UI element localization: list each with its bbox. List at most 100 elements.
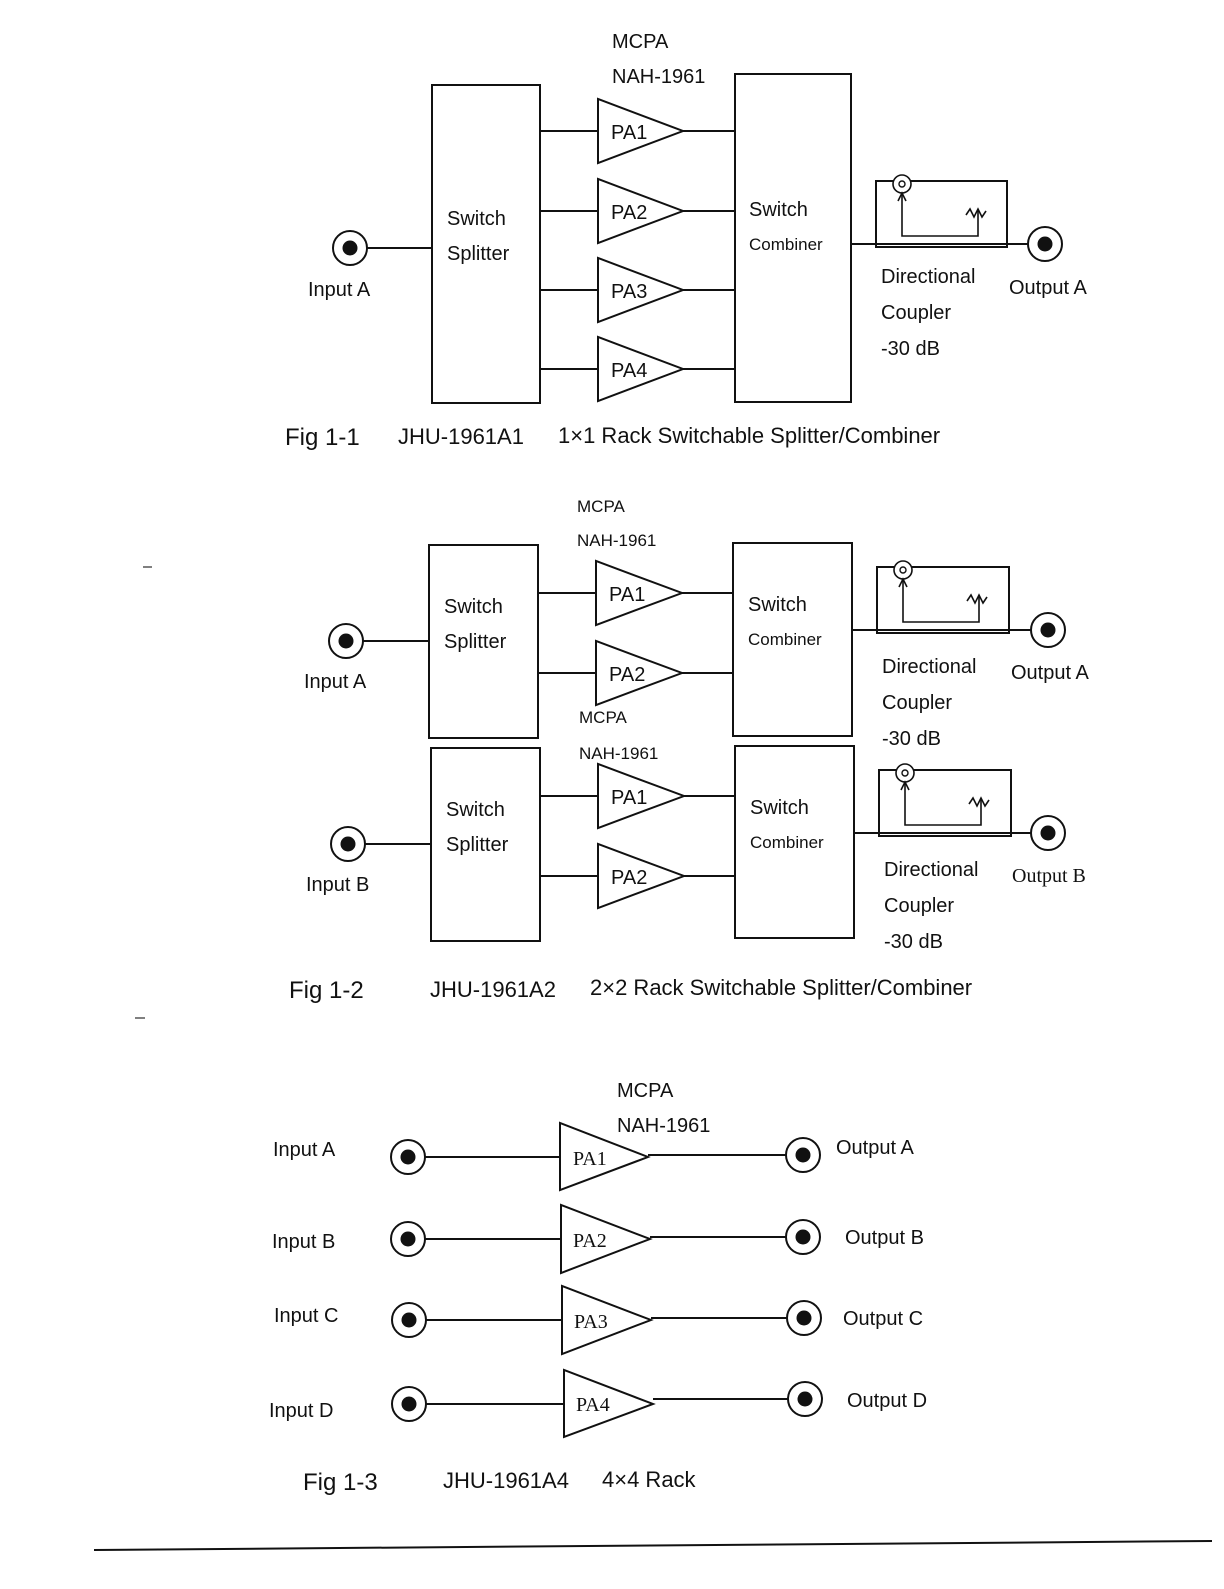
combiner-label-line2: Combiner <box>748 630 822 649</box>
pa3-amplifier <box>561 1284 654 1356</box>
mcpa-model-label: NAH-1961 <box>612 66 705 88</box>
pa1-label: PA1 <box>611 787 647 809</box>
combiner-label-line2: Combiner <box>750 833 824 852</box>
fig-1-1-model: JHU-1961A1 <box>398 424 524 449</box>
mcpa-model-label: NAH-1961 <box>579 744 658 763</box>
splitter-label-line1: Switch <box>447 208 506 230</box>
pa2-amplifier <box>597 177 686 245</box>
coupler-label-line2: Coupler <box>884 895 954 917</box>
pa2-amplifier <box>560 1203 653 1275</box>
input-a-label: Input A <box>308 279 371 301</box>
input-d-connector <box>391 1386 427 1422</box>
output-a-connector <box>1027 226 1063 262</box>
output-b-connector <box>1030 815 1066 851</box>
pa4-amplifier <box>563 1368 656 1439</box>
footer-rule <box>93 1540 1213 1551</box>
fig-1-1: MCPA NAH-1961 Input A Switch Splitter PA… <box>285 31 1087 451</box>
switch-splitter-box <box>431 84 541 404</box>
fig-1-2: MCPA NAH-1961 Input A Switch Splitter PA… <box>289 497 1089 1004</box>
splitter-label-line2: Splitter <box>446 834 509 856</box>
pa1-amplifier <box>559 1121 651 1192</box>
fig-1-3-number: Fig 1-3 <box>303 1469 378 1496</box>
splitter-label-line2: Splitter <box>444 631 507 653</box>
combiner-label-line1: Switch <box>748 594 807 616</box>
fig-1-3-description: 4×4 Rack <box>602 1467 697 1492</box>
output-d-connector <box>787 1381 823 1417</box>
pa2-label: PA2 <box>573 1230 607 1252</box>
input-a-label: Input A <box>273 1139 336 1161</box>
input-a-connector <box>332 230 368 266</box>
coupler-label-line2: Coupler <box>882 692 952 714</box>
pa2-amplifier <box>597 842 687 910</box>
coupler-label-line1: Directional <box>882 656 976 678</box>
switch-combiner-box <box>734 73 852 403</box>
splitter-label-line1: Switch <box>444 596 503 618</box>
pa3-amplifier <box>597 256 686 324</box>
fig-1-2-description: 2×2 Rack Switchable Splitter/Combiner <box>590 975 972 1000</box>
pa3-label: PA3 <box>574 1311 608 1333</box>
pa1-label: PA1 <box>611 122 647 144</box>
coupler-label-line1: Directional <box>884 859 978 881</box>
pa2-label: PA2 <box>611 202 647 224</box>
coupler-label-line3: -30 dB <box>882 728 941 750</box>
pa1-label: PA1 <box>573 1148 607 1170</box>
output-a-label: Output A <box>836 1137 914 1159</box>
output-a-connector <box>785 1137 821 1173</box>
input-d-label: Input D <box>269 1400 333 1422</box>
input-a-connector <box>390 1139 426 1175</box>
pa1-amplifier <box>597 762 687 830</box>
input-b-label: Input B <box>306 874 369 896</box>
pa2-amplifier <box>595 639 685 707</box>
coupler-label-line2: Coupler <box>881 302 951 324</box>
output-a-label: Output A <box>1009 277 1087 299</box>
mcpa-label: MCPA <box>612 31 669 53</box>
coupler-label-line3: -30 dB <box>881 338 940 360</box>
switch-splitter-box <box>428 544 539 739</box>
fig-1-3: MCPA NAH-1961 Input A PA1 Output A Input… <box>269 1080 927 1496</box>
output-b-label: Output B <box>1012 865 1086 887</box>
pa2-label: PA2 <box>611 867 647 889</box>
pa1-amplifier <box>595 559 685 627</box>
pa4-label: PA4 <box>576 1394 610 1416</box>
switch-splitter-box <box>430 747 541 942</box>
input-a-label: Input A <box>304 671 367 693</box>
input-c-label: Input C <box>274 1305 338 1327</box>
pa4-label: PA4 <box>611 360 647 382</box>
coupler-label-line1: Directional <box>881 266 975 288</box>
pa1-label: PA1 <box>609 584 645 606</box>
mcpa-label: MCPA <box>617 1080 674 1102</box>
input-b-label: Input B <box>272 1231 335 1253</box>
mcpa-label: MCPA <box>579 708 628 727</box>
pa1-amplifier <box>597 97 686 165</box>
output-c-label: Output C <box>843 1308 923 1330</box>
splitter-label-line1: Switch <box>446 799 505 821</box>
input-c-connector <box>391 1302 427 1338</box>
coupler-label-line3: -30 dB <box>884 931 943 953</box>
combiner-label-line2: Combiner <box>749 235 823 254</box>
fig-1-2-model: JHU-1961A2 <box>430 977 556 1002</box>
switch-combiner-box <box>732 542 853 737</box>
splitter-label-line2: Splitter <box>447 243 510 265</box>
mcpa-model-label: NAH-1961 <box>617 1115 710 1137</box>
fig-1-2-number: Fig 1-2 <box>289 977 364 1004</box>
output-d-label: Output D <box>847 1390 927 1412</box>
output-a-label: Output A <box>1011 662 1089 684</box>
mcpa-label: MCPA <box>577 497 626 516</box>
pa2-label: PA2 <box>609 664 645 686</box>
fig-1-1-number: Fig 1-1 <box>285 424 360 451</box>
fig-1-3-model: JHU-1961A4 <box>443 1468 569 1493</box>
pa4-amplifier <box>597 335 686 403</box>
combiner-label-line1: Switch <box>749 199 808 221</box>
output-b-label: Output B <box>845 1227 924 1249</box>
output-b-connector <box>785 1219 821 1255</box>
combiner-label-line1: Switch <box>750 797 809 819</box>
output-a-connector <box>1030 612 1066 648</box>
fig-1-1-description: 1×1 Rack Switchable Splitter/Combiner <box>558 423 940 448</box>
output-c-connector <box>786 1300 822 1336</box>
input-a-connector <box>328 623 364 659</box>
pa3-label: PA3 <box>611 281 647 303</box>
input-b-connector <box>390 1221 426 1257</box>
input-b-connector <box>330 826 366 862</box>
